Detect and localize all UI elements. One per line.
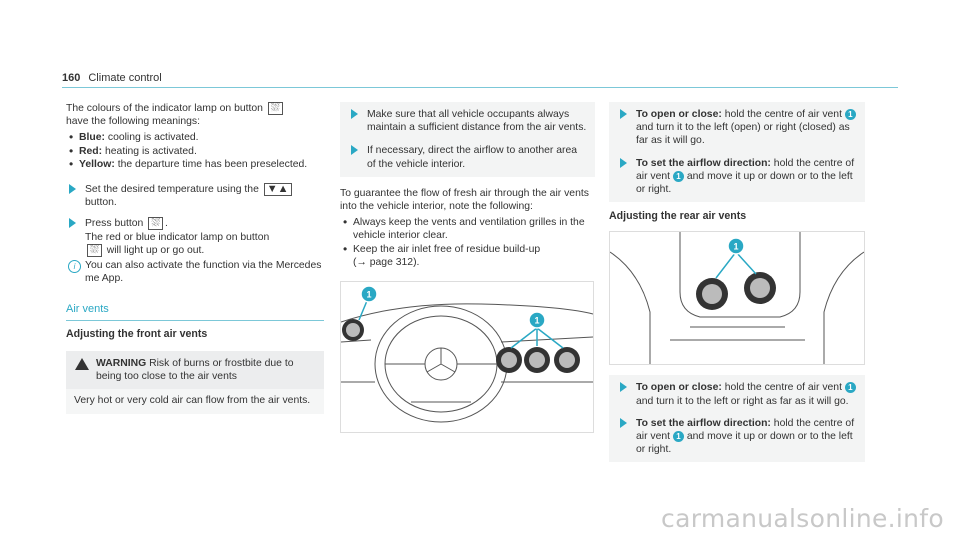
page-reference-link[interactable]: (→ page 312). bbox=[353, 256, 420, 268]
intro-text: The colours of the indicator lamp on but… bbox=[66, 102, 324, 128]
list-item: Red: heating is activated. bbox=[66, 145, 324, 158]
step-arrow-icon bbox=[620, 382, 627, 393]
list-item: Yellow: the departure time has been pres… bbox=[66, 158, 324, 171]
climate-button-icon: ⛆ bbox=[148, 217, 164, 231]
step-arrow-icon bbox=[351, 109, 358, 119]
svg-text:1: 1 bbox=[366, 290, 371, 300]
rear-vents-illustration: 1 bbox=[609, 231, 865, 366]
vent-bullet-list: Always keep the vents and ventilation gr… bbox=[340, 216, 595, 269]
step-airflow-direction: To set the airflow direction: hold the c… bbox=[617, 157, 857, 197]
header-rule bbox=[62, 87, 898, 88]
step-set-temperature: Set the desired temperature using the ▼▲… bbox=[66, 183, 324, 209]
column-2: Make sure that all vehicle occupants alw… bbox=[340, 102, 595, 434]
callout-1-badge: 1 bbox=[672, 430, 684, 442]
step-arrow-icon bbox=[620, 157, 627, 168]
info-note: i You can also activate the function via… bbox=[66, 259, 324, 285]
svg-text:1: 1 bbox=[534, 316, 539, 326]
steps-box: Make sure that all vehicle occupants alw… bbox=[340, 102, 595, 177]
column-3: To open or close: hold the centre of air… bbox=[609, 102, 865, 463]
step-arrow-icon bbox=[69, 184, 76, 195]
callout-1-badge: 1 bbox=[844, 108, 856, 120]
rear-vent-left bbox=[696, 278, 728, 311]
watermark: carmanualsonline.info bbox=[661, 503, 944, 533]
climate-button-icon: ⛆ bbox=[267, 102, 283, 115]
info-icon: i bbox=[68, 260, 81, 274]
list-item: Blue: cooling is activated. bbox=[66, 131, 324, 144]
callout-1-badge: 1 bbox=[844, 382, 856, 394]
step-distance: Make sure that all vehicle occupants alw… bbox=[348, 108, 587, 134]
step-arrow-icon bbox=[620, 417, 627, 428]
page-number: 160 bbox=[62, 72, 81, 84]
warning-icon bbox=[75, 357, 89, 370]
section-title: Climate control bbox=[88, 72, 162, 84]
list-item: Always keep the vents and ventilation gr… bbox=[340, 216, 595, 242]
warning-box: WARNING Risk of burns or frostbite due t… bbox=[66, 350, 324, 390]
fresh-air-paragraph: To guarantee the flow of fresh air throu… bbox=[340, 187, 589, 213]
step-airflow: If necessary, direct the airflow to anot… bbox=[348, 144, 587, 170]
vent-center-group bbox=[496, 347, 580, 374]
svg-text:1: 1 bbox=[733, 242, 738, 252]
callout-1-center: 1 bbox=[528, 311, 546, 329]
lamp-colour-list: Blue: cooling is activated. Red: heating… bbox=[66, 131, 324, 171]
step-press-button: Press button ⛆. The red or blue indicato… bbox=[66, 217, 324, 257]
callout-1-left: 1 bbox=[360, 285, 378, 303]
callout-1-badge: 1 bbox=[672, 170, 684, 182]
column-1: The colours of the indicator lamp on but… bbox=[66, 102, 324, 415]
climate-button-icon: ⛆ bbox=[87, 243, 102, 257]
subheading-front-vents: Adjusting the front air vents bbox=[66, 327, 208, 340]
rear-vent-right bbox=[744, 272, 776, 305]
step-open-close: To open or close: hold the centre of air… bbox=[617, 108, 857, 148]
warning-body: Very hot or very cold air can flow from … bbox=[66, 389, 324, 415]
subheading-rear-vents: Adjusting the rear air vents bbox=[609, 210, 747, 223]
vent-left bbox=[342, 319, 364, 342]
step-arrow-icon bbox=[69, 218, 76, 229]
page-header: 160 Climate control bbox=[62, 72, 162, 85]
temperature-button-icon: ▼▲ bbox=[263, 183, 292, 197]
callout-1-rear: 1 bbox=[727, 237, 745, 256]
step-arrow-icon bbox=[620, 109, 627, 119]
step-airflow-direction-rear: To set the airflow direction: hold the c… bbox=[617, 417, 857, 457]
section-heading-air-vents: Air vents bbox=[66, 303, 324, 321]
step-arrow-icon bbox=[351, 145, 358, 156]
list-item: Keep the air inlet free of residue build… bbox=[340, 243, 595, 269]
step-open-close-rear: To open or close: hold the centre of air… bbox=[617, 381, 857, 407]
rear-vent-steps: To open or close: hold the centre of air… bbox=[609, 375, 865, 463]
front-vents-illustration: 1 1 bbox=[340, 281, 594, 434]
front-vent-steps: To open or close: hold the centre of air… bbox=[609, 102, 865, 203]
dashboard-drawing: 1 1 bbox=[341, 285, 593, 423]
rear-console-drawing: 1 bbox=[610, 232, 864, 365]
